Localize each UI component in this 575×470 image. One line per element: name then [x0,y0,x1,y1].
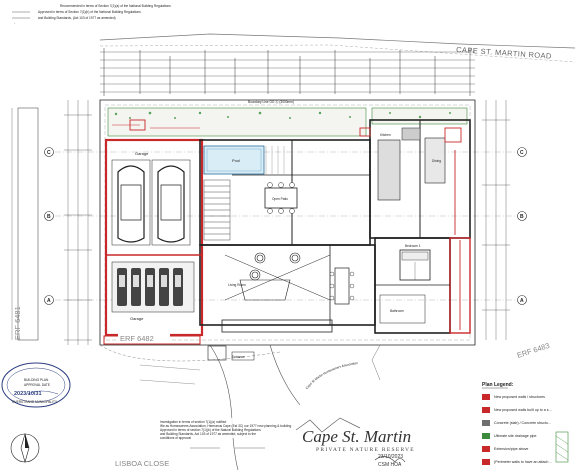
bedroom-1-label: Bedroom 1 [405,244,421,248]
hoa-date: 23/10/2023 [378,454,403,460]
svg-text:Approved in terms of section 7: Approved in terms of section 7(1)(b) of … [160,428,261,432]
kitchen: Kitchen Dining [377,127,446,201]
garage-top: Garage [111,151,191,246]
staircase [203,179,231,241]
pool-label: Pool [232,158,240,163]
legend-swatch [482,446,490,452]
note-top-1: Recommended in terms of Section 7(1)(a) … [60,4,171,8]
road-label: CAPE ST. MARTIN ROAD [456,45,552,61]
svg-text:and Building Standards, Act 10: and Building Standards, Act 103 of 1977 … [160,432,256,436]
road-edge: CAPE ST. MARTIN ROAD [99,33,575,63]
boundary-line-label: Boundary Line OO Ⓢ (3000mm) [248,99,294,104]
approval-notes-bottom: Investigation in terms of section 7(1)(a… [158,418,291,449]
open-patio-label: Open Patio [272,197,288,201]
dining-label: Dining [432,159,441,163]
svg-text:Cape St Martin Homeowners Asso: Cape St Martin Homeowners Association [305,361,359,390]
legend-item-text: Ultimate site drainage pipe [494,434,537,438]
site-boundary [99,99,476,346]
bedroom-1: Bedroom 1 Bathroom [379,244,431,324]
living-room-label: Living Room [228,283,246,287]
garage-1-label: Garage [135,151,149,156]
stamp-date: 2023/10/31 [14,391,42,397]
svg-text:C: C [47,150,51,156]
note-top-3: and Building Standards, (Act 103 of 1977… [38,16,116,20]
legend-item-text: New proposed walls / structures [494,395,545,399]
svg-text:OVERSTRAND MUNICIPALITY: OVERSTRAND MUNICIPALITY [12,400,58,404]
erf-left-label: ERF 6481 [13,306,22,340]
legend-swatch [482,420,490,426]
neighbour-left: ERF 6481 [11,107,39,341]
legend-swatch [482,407,490,413]
legend-title: Plan Legend: [482,382,514,388]
plan-legend: Plan Legend: New proposed walls / struct… [478,380,573,468]
legend-swatch [482,433,490,439]
pool: Pool [203,145,285,175]
svg-text:-: - [14,21,15,25]
legend-swatch [482,459,490,465]
north-arrow-icon [10,432,40,464]
hoa-initials: CSM HOA [378,462,402,468]
erf-main-label: ERF 6482 [120,334,154,343]
svg-text:B: B [47,214,51,220]
kitchen-label: Kitchen [380,133,391,137]
svg-text:APPROVAL DATE: APPROVAL DATE [24,383,50,387]
legend-item-text: New proposed walls built up to a s… [494,408,553,412]
svg-text:B: B [520,214,524,220]
legend-item-text: Extension/pipe above [494,447,528,451]
svg-text:We as Homeowners Association,: We as Homeowners Association, Hermanus C… [160,424,291,428]
cape-st-martin-logo: Cape St. Martin PRIVATE NATURE RESERVE [295,417,415,453]
municipality-stamp: BUILDING PLAN APPROVAL DATE 2023/10/31 O… [1,362,71,408]
svg-text:C: C [520,150,524,156]
garage-2-label: Garage [130,316,144,321]
logo-name: Cape St. Martin [302,427,411,446]
red-markers [129,119,462,330]
dimension-chains [100,48,475,96]
svg-text:BUILDING PLAN: BUILDING PLAN [24,378,49,382]
entrance-label: Entrance [232,355,245,359]
svg-text:A: A [47,298,51,304]
approval-notes-top: Recommended in terms of Section 7(1)(a) … [12,4,171,25]
svg-text:conditions of approval: conditions of approval [160,436,191,440]
svg-text:Investigation in terms of sect: Investigation in terms of section 7(1)(a… [160,420,226,424]
living-room: Living Room [224,252,331,301]
erf-right-label: ERF 6483 [516,341,551,360]
right-dimensions [482,100,510,340]
left-dimensions [64,100,92,345]
svg-text:A: A [520,298,524,304]
lisboa-close-label: LISBOA CLOSE [115,459,169,468]
legend-swatch [482,394,490,400]
note-top-2: Approved in terms of Section 7(1)(b) of … [38,10,141,14]
dining-table-2 [329,267,355,305]
logo-subtitle: PRIVATE NATURE RESERVE [316,447,415,453]
bathroom-label: Bathroom [390,309,404,313]
grid-markers: C B A C B A [44,147,527,305]
legend-item-text: (Perimeter walls to have an attach… [494,460,552,464]
legend-item-text: Concrete (slab) / Concrete structu… [494,421,552,425]
garage-bottom: Garage [111,261,195,321]
dining-table: Open Patio [264,182,298,214]
